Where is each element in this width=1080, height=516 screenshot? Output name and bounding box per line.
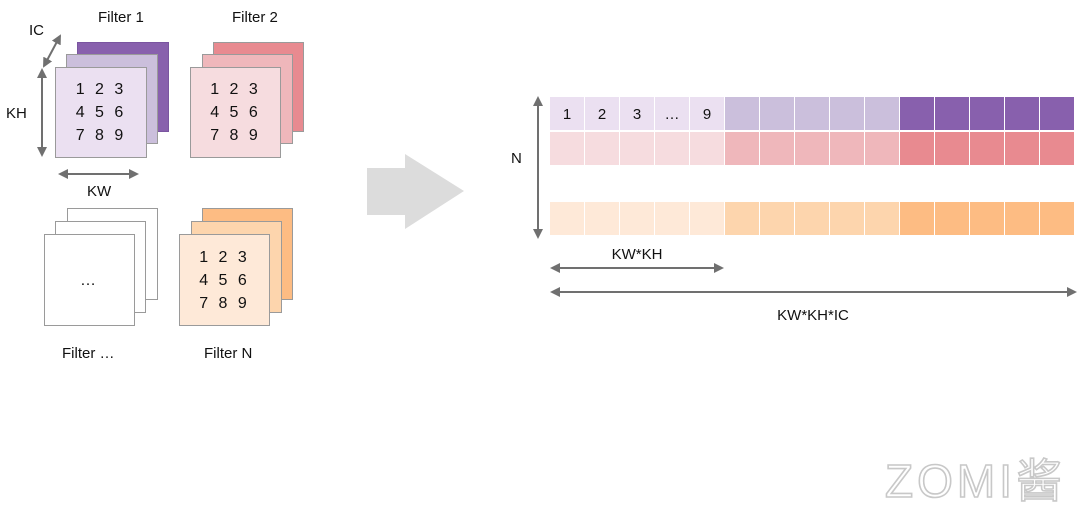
filter-1-row-cell — [690, 97, 724, 130]
ic-arrow — [43, 34, 61, 68]
filter-n-row-1: 1 2 3 — [199, 248, 250, 266]
filter-2-row-cell — [550, 132, 584, 165]
filter-2-row-cell — [1040, 132, 1074, 165]
filter-2-title: Filter 2 — [232, 9, 278, 26]
watermark: ZOMI酱 — [885, 455, 1066, 507]
matrix-cell-label: 3 — [633, 106, 641, 123]
filter-2-row-cell — [1005, 132, 1039, 165]
filter-n-front-layer: 1 2 3 4 5 6 7 8 9 — [179, 234, 270, 326]
filter-1-row-cell — [655, 97, 689, 130]
kw-label: KW — [87, 183, 112, 200]
filter-n-row-cell — [970, 202, 1004, 235]
matrix-cell-label: 2 — [598, 106, 606, 123]
filter-n-row-cell — [760, 202, 794, 235]
filter-1-row-cell — [620, 97, 654, 130]
filter-1-row-cell — [970, 97, 1004, 130]
filter-dots-front-layer: … — [44, 234, 135, 326]
filter-2-row-cell — [795, 132, 829, 165]
filter-2-row-cell — [830, 132, 864, 165]
filter-2-row-cell — [935, 132, 969, 165]
filter-1-row-cell — [865, 97, 899, 130]
kwkhic-label: KW*KH*IC — [777, 307, 849, 324]
filter-2-row-2: 4 5 6 — [210, 104, 261, 121]
filter-n-row-cell — [795, 202, 829, 235]
filter-n-row-cell — [725, 202, 759, 235]
filter-n-row-cell — [1005, 202, 1039, 235]
filter-2-row-cell — [865, 132, 899, 165]
filter-n-row-cell — [690, 202, 724, 235]
filter-n-row-cell — [585, 202, 619, 235]
filter-n-row-cell — [935, 202, 969, 235]
filter-2-row-1: 1 2 3 — [210, 81, 261, 98]
filter-1-row-2: 4 5 6 — [75, 104, 127, 121]
filter-1-row-cell — [550, 97, 584, 130]
filter-n-row-cell — [1040, 202, 1074, 235]
matrix-cell-label: 1 — [563, 106, 571, 123]
transform-arrow — [367, 154, 464, 229]
filter-1-row-cell — [830, 97, 864, 130]
n-label: N — [511, 150, 522, 167]
filter-2-front-layer: 1 2 3 4 5 6 7 8 9 — [190, 67, 281, 158]
im2col-matrix: 1 2 3 … 9 — [550, 97, 1074, 235]
filter-dots-title: Filter … — [62, 345, 115, 362]
ic-label: IC — [29, 22, 44, 39]
matrix-cell-label: … — [665, 106, 680, 123]
filter-1-row-cell — [1005, 97, 1039, 130]
filter-1-row-cell — [1040, 97, 1074, 130]
filter-1-row-cell — [760, 97, 794, 130]
filter-1-row-3: 7 8 9 — [75, 127, 127, 144]
filter-n-row-cell — [550, 202, 584, 235]
filter-dots-content: … — [80, 271, 99, 289]
filter-1-row-cell — [585, 97, 619, 130]
filter-1-row-cell — [725, 97, 759, 130]
filter-2-row-cell — [725, 132, 759, 165]
filter-2-row-cell — [760, 132, 794, 165]
filter-n-row-cell — [865, 202, 899, 235]
filter-2-row-cell — [655, 132, 689, 165]
kh-label: KH — [6, 105, 27, 122]
filter-n-row-3: 7 8 9 — [199, 294, 250, 312]
filter-2-row-cell — [620, 132, 654, 165]
filter-1-title: Filter 1 — [98, 9, 144, 26]
filter-1-row-1: 1 2 3 — [75, 81, 127, 98]
filter-1-front-layer: 1 2 3 4 5 6 7 8 9 — [55, 67, 147, 158]
filter-n-row-cell — [900, 202, 934, 235]
filter-1-row-cell — [900, 97, 934, 130]
filter-n-row-cell — [655, 202, 689, 235]
filter-2-row-cell — [900, 132, 934, 165]
kwkh-label: KW*KH — [612, 246, 663, 263]
filter-1-row-cell — [795, 97, 829, 130]
filter-1-row-cell — [935, 97, 969, 130]
filter-n-row-2: 4 5 6 — [199, 271, 250, 289]
filter-2-row-3: 7 8 9 — [210, 127, 261, 144]
filter-n-row-cell — [620, 202, 654, 235]
filter-n-row-cell — [830, 202, 864, 235]
filter-2-row-cell — [970, 132, 1004, 165]
filter-2-row-cell — [690, 132, 724, 165]
filter-2-row-cell — [585, 132, 619, 165]
matrix-cell-label: 9 — [703, 106, 711, 123]
filter-n-title: Filter N — [204, 345, 253, 362]
